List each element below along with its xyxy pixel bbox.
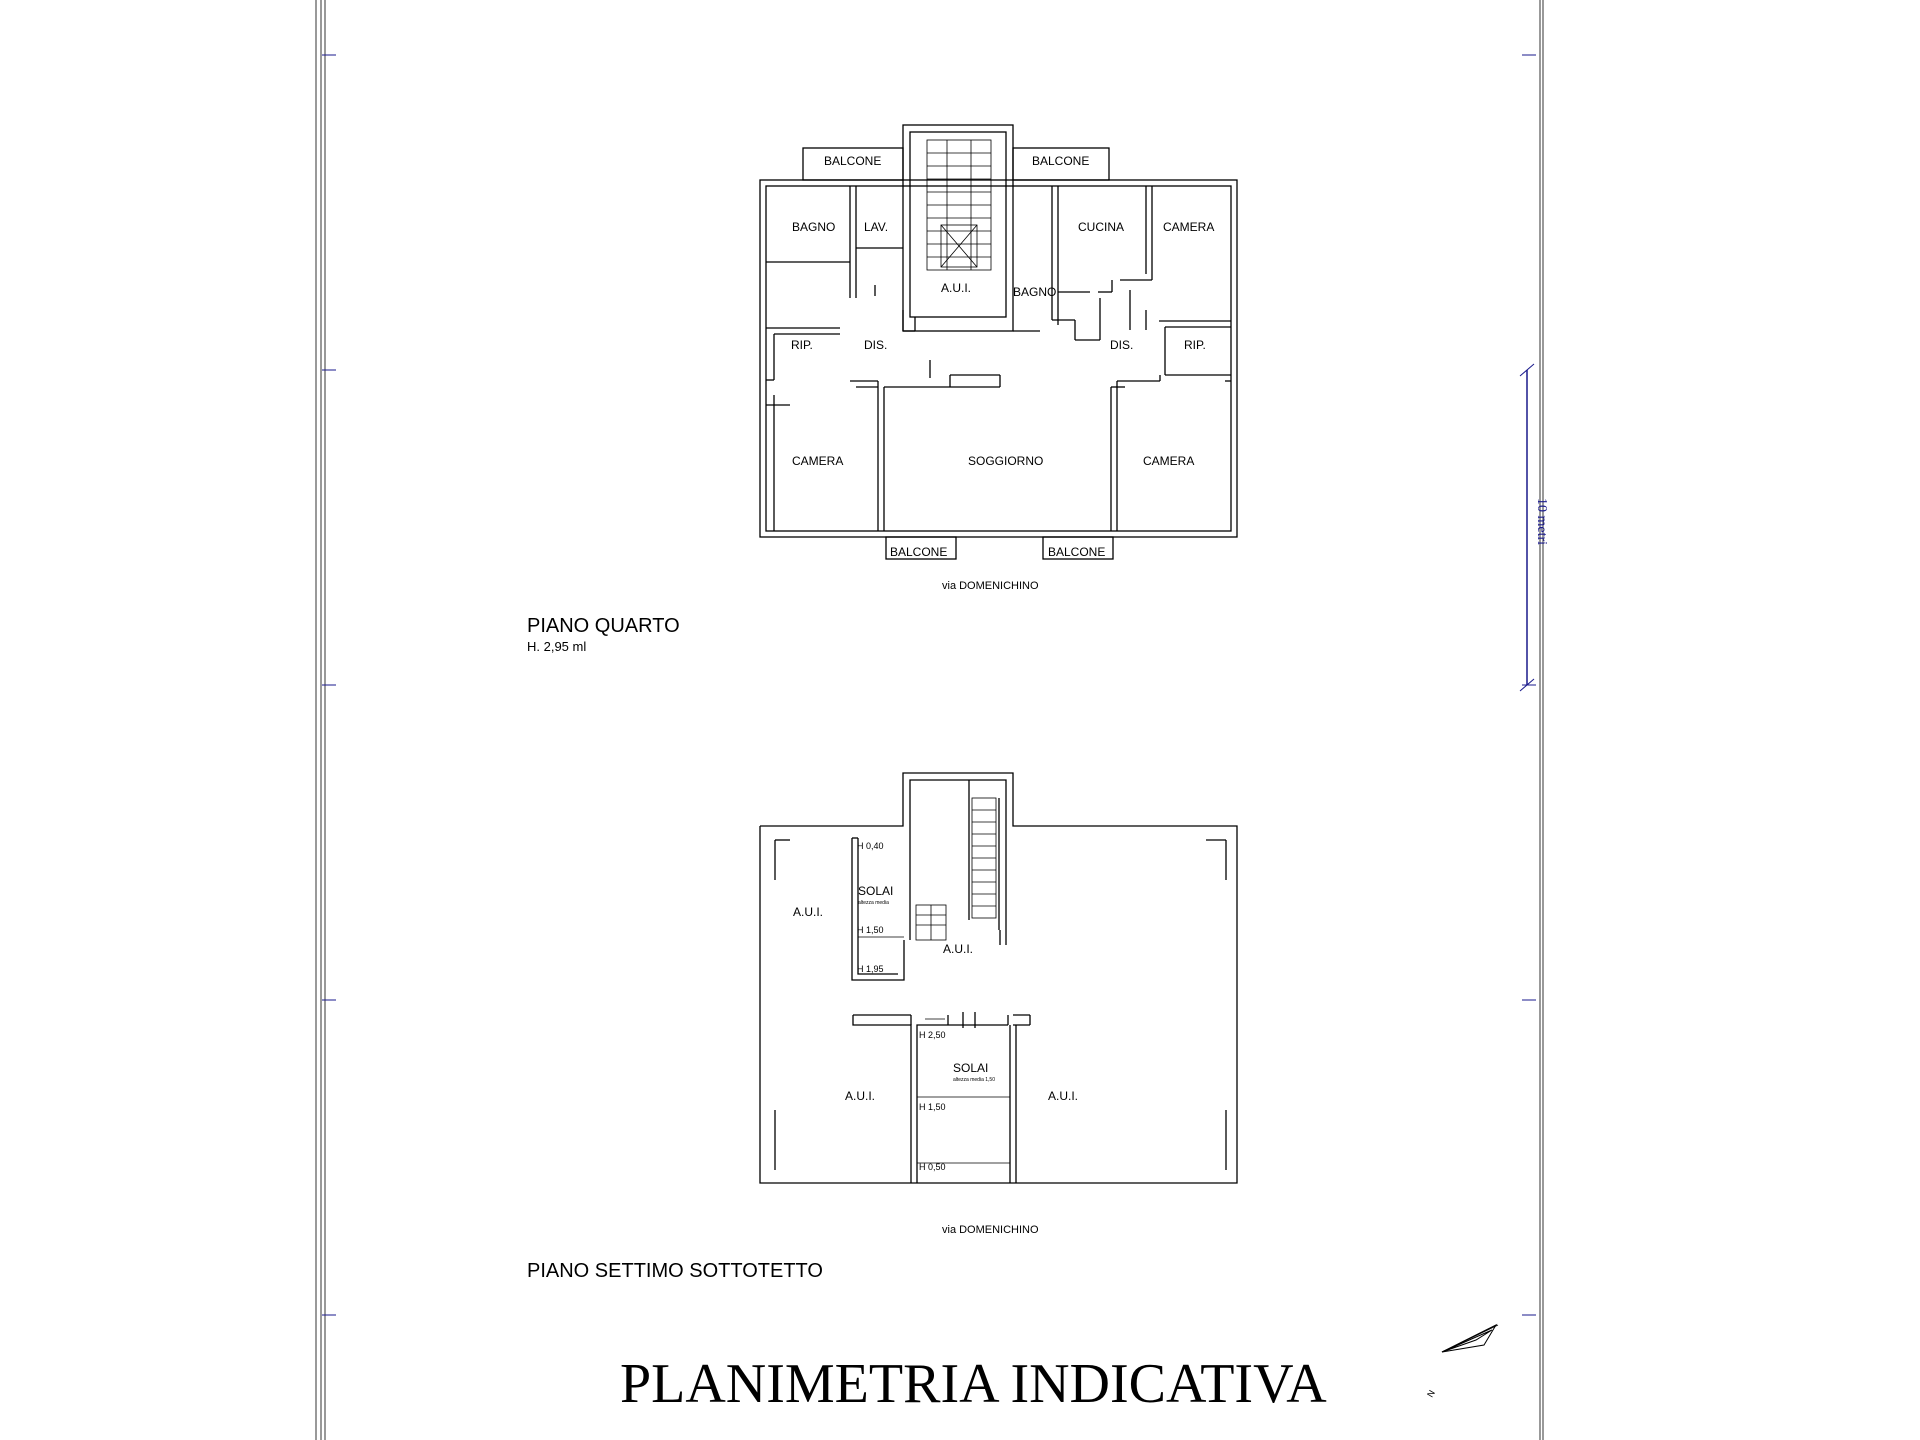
room-label-balcone: BALCONE: [824, 154, 881, 168]
room-label-rip: RIP.: [1184, 338, 1206, 352]
room-label-dis: DIS.: [864, 338, 887, 352]
height-label: H 0,50: [919, 1162, 946, 1172]
room-label-solai: SOLAI: [953, 1061, 988, 1075]
room-label-lav: LAV.: [864, 220, 888, 234]
room-label-balcone: BALCONE: [1032, 154, 1089, 168]
room-label-aui: A.U.I.: [1048, 1089, 1078, 1103]
room-label-aui: A.U.I.: [793, 905, 823, 919]
room-label-aui: A.U.I.: [943, 942, 973, 956]
room-label-balcone: BALCONE: [890, 545, 947, 559]
room-label-aui: A.U.I.: [941, 281, 971, 295]
street-label: via DOMENICHINO: [942, 580, 1039, 592]
height-label: H 1,95: [857, 964, 884, 974]
solai-note: altezza media: [858, 900, 889, 906]
room-label-camera: CAMERA: [1143, 454, 1194, 468]
page-title: PLANIMETRIA INDICATIVA: [620, 1353, 1327, 1415]
solai-note: altezza media 1,50: [953, 1077, 995, 1083]
floor7-stair: [915, 797, 997, 941]
room-label-aui: A.U.I.: [845, 1089, 875, 1103]
street-label: via DOMENICHINO: [942, 1224, 1039, 1236]
scale-label: 10 metri: [1534, 498, 1549, 545]
height-label: H 0,40: [857, 841, 884, 851]
room-label-bagno: BAGNO: [792, 220, 835, 234]
floor7-title: PIANO SETTIMO SOTTOTETTO: [527, 1260, 823, 1282]
north-label: N: [1425, 1388, 1437, 1399]
room-label-rip: RIP.: [791, 338, 813, 352]
floor4-plan: BALCONE BALCONE BAGNO LAV. A.U.I. CUCINA…: [759, 124, 1238, 592]
room-label-cucina: CUCINA: [1078, 220, 1124, 234]
floor7-outer-walls: [759, 772, 1238, 1184]
height-label: H 2,50: [919, 1030, 946, 1040]
height-label: H 1,50: [919, 1102, 946, 1112]
room-label-solai: SOLAI: [858, 884, 893, 898]
floor4-height: H. 2,95 ml: [527, 639, 586, 654]
room-label-camera: CAMERA: [1163, 220, 1214, 234]
floor7-solai-top: [851, 837, 905, 981]
sheet-frame: [315, 0, 1544, 1440]
north-arrow-icon: N: [1425, 1323, 1499, 1399]
height-label: H 1,50: [857, 925, 884, 935]
floor7-solai-bottom: [852, 1012, 1031, 1183]
room-label-soggiorno: SOGGIORNO: [968, 454, 1043, 468]
scale-bar: 10 metri: [1519, 363, 1549, 692]
room-label-dis: DIS.: [1110, 338, 1133, 352]
floor4-outer-walls: [759, 124, 1238, 560]
floor4-interior-walls: [766, 186, 1231, 531]
floor7-corner-marks: [774, 839, 1227, 1170]
room-label-balcone: BALCONE: [1048, 545, 1105, 559]
floor4-title: PIANO QUARTO: [527, 615, 680, 637]
room-label-camera: CAMERA: [792, 454, 843, 468]
room-label-bagno: BAGNO: [1013, 285, 1056, 299]
floor7-plan: H 0,40 SOLAI altezza media A.U.I. H 1,50…: [759, 772, 1238, 1236]
